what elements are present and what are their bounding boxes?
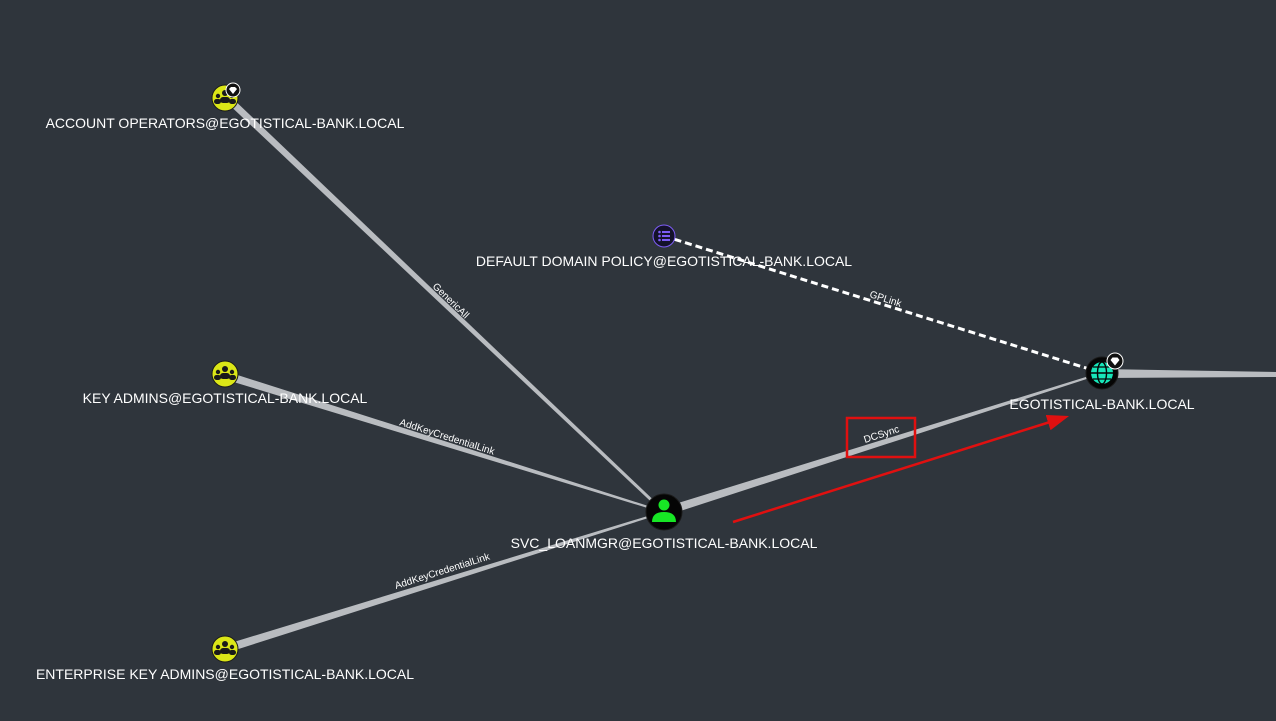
globe-icon (1091, 361, 1113, 385)
edge-dcsync[interactable]: DCSync (662, 372, 1102, 516)
users-icon (214, 641, 236, 655)
users-icon (214, 366, 236, 380)
edge-addkeycredentiallink-enterprise-key-admins[interactable]: AddKeyCredentialLink (224, 511, 664, 653)
node-label-domain: EGOTISTICAL-BANK.LOCAL (1009, 396, 1194, 412)
node-label-default-domain-policy: DEFAULT DOMAIN POLICY@EGOTISTICAL-BANK.L… (476, 253, 852, 269)
node-enterprise-key-admins[interactable]: ENTERPRISE KEY ADMINS@EGOTISTICAL-BANK.L… (36, 635, 414, 682)
edge-domain-offscreen[interactable] (1102, 369, 1276, 378)
edge-label-addkeycredentiallink-1: AddKeyCredentialLink (398, 417, 497, 458)
node-account-operators[interactable]: ACCOUNT OPERATORS@EGOTISTICAL-BANK.LOCAL (46, 82, 405, 131)
node-label-svc-loanmgr: SVC_LOANMGR@EGOTISTICAL-BANK.LOCAL (511, 535, 818, 551)
node-label-enterprise-key-admins: ENTERPRISE KEY ADMINS@EGOTISTICAL-BANK.L… (36, 666, 414, 682)
node-default-domain-policy[interactable]: DEFAULT DOMAIN POLICY@EGOTISTICAL-BANK.L… (476, 224, 852, 269)
diamond-icon (1106, 352, 1124, 370)
node-label-account-operators: ACCOUNT OPERATORS@EGOTISTICAL-BANK.LOCAL (46, 115, 405, 131)
annotation-arrow (732, 414, 1070, 524)
node-svc-loanmgr[interactable]: SVC_LOANMGR@EGOTISTICAL-BANK.LOCAL (511, 493, 818, 551)
user-icon (652, 499, 676, 522)
edge-label-genericall: GenericAll (430, 281, 471, 321)
node-domain[interactable]: EGOTISTICAL-BANK.LOCAL (1009, 352, 1195, 412)
node-label-key-admins: KEY ADMINS@EGOTISTICAL-BANK.LOCAL (83, 390, 368, 406)
diamond-icon (225, 82, 241, 98)
edge-genericall[interactable]: GenericAll (223, 95, 665, 513)
list-icon (658, 230, 670, 242)
node-key-admins[interactable]: KEY ADMINS@EGOTISTICAL-BANK.LOCAL (83, 360, 368, 406)
dcsync-highlight-box (845, 416, 917, 459)
